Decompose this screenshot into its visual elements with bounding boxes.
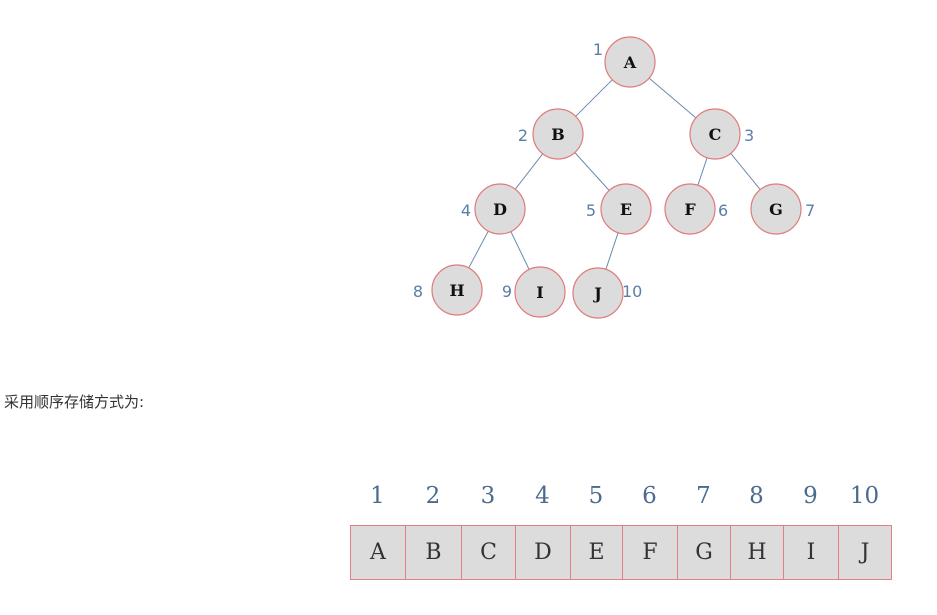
tree-node-circle xyxy=(600,183,652,235)
array-index-7: 7 xyxy=(696,483,711,509)
tree-node-c: C xyxy=(689,108,741,160)
tree-edge-b-d xyxy=(514,153,544,190)
storage-caption: 采用顺序存储方式为: xyxy=(4,393,145,411)
array-index-6: 6 xyxy=(642,483,657,509)
tree-node-circle xyxy=(750,183,802,235)
tree-node-circle xyxy=(474,183,526,235)
tree-node-circle xyxy=(572,267,624,319)
tree-node-index-5: 5 xyxy=(586,201,596,220)
tree-node-label: G xyxy=(769,200,783,219)
tree-node-index-3: 3 xyxy=(744,126,754,145)
tree-node-circle xyxy=(664,183,716,235)
array-cell-a: A xyxy=(350,525,406,580)
array-cell-i: I xyxy=(783,525,839,580)
tree-node-index-4: 4 xyxy=(461,201,471,220)
array-index-9: 9 xyxy=(803,483,818,509)
tree-edges xyxy=(468,77,761,270)
tree-edge-a-b xyxy=(575,79,613,117)
tree-node-index-2: 2 xyxy=(518,126,528,145)
tree-node-j: J xyxy=(572,267,624,319)
tree-node-label: H xyxy=(449,281,464,300)
binary-tree-diagram: A B C D E F G H I J 1 2 3 4 5 6 7 8 9 10 xyxy=(413,36,815,319)
tree-node-i: I xyxy=(514,266,566,318)
array-cell-f: F xyxy=(622,525,678,580)
tree-node-label: J xyxy=(592,284,602,303)
tree-node-label: B xyxy=(551,125,565,144)
tree-edge-d-h xyxy=(468,230,489,269)
array-index-1: 1 xyxy=(370,483,385,509)
tree-node-a: A xyxy=(604,36,656,88)
tree-node-b: B xyxy=(532,108,584,160)
tree-node-index-8: 8 xyxy=(413,282,423,301)
array-index-8: 8 xyxy=(749,483,764,509)
array-index-2: 2 xyxy=(425,483,441,509)
tree-node-circle xyxy=(532,108,584,160)
tree-node-circle xyxy=(604,36,656,88)
array-cell-j: J xyxy=(838,525,892,580)
tree-edge-c-f xyxy=(697,157,708,186)
array-index-5: 5 xyxy=(588,483,604,509)
array-index-4: 4 xyxy=(535,483,550,509)
array-cell-b: B xyxy=(405,525,462,580)
tree-edge-b-e xyxy=(574,152,610,191)
tree-edge-c-g xyxy=(730,153,761,190)
tree-node-circle xyxy=(514,266,566,318)
tree-node-index-1: 1 xyxy=(593,40,603,59)
tree-node-e: E xyxy=(600,183,652,235)
array-index-10: 10 xyxy=(849,483,880,509)
tree-node-label: E xyxy=(620,200,632,219)
tree-node-label: C xyxy=(709,125,722,144)
tree-node-index-7: 7 xyxy=(805,201,815,220)
array-cell-g: G xyxy=(677,525,731,580)
tree-node-label: A xyxy=(623,53,637,72)
tree-node-d: D xyxy=(474,183,526,235)
tree-node-circle xyxy=(689,108,741,160)
tree-nodes: A B C D E F G H I J xyxy=(431,36,802,319)
tree-edge-d-i xyxy=(510,231,530,270)
tree-node-label: I xyxy=(536,283,543,302)
tree-index-labels: 1 2 3 4 5 6 7 8 9 10 xyxy=(413,40,815,301)
tree-node-index-9: 9 xyxy=(502,282,512,301)
tree-edge-a-c xyxy=(648,77,697,119)
array-cell-h: H xyxy=(730,525,784,580)
tree-node-index-10: 10 xyxy=(622,282,642,301)
array-cell-c: C xyxy=(461,525,516,580)
tree-node-label: F xyxy=(684,200,696,219)
tree-node-f: F xyxy=(664,183,716,235)
array-cell-e: E xyxy=(570,525,623,580)
array-index-3: 3 xyxy=(480,483,496,509)
tree-node-label: D xyxy=(493,200,507,219)
tree-node-g: G xyxy=(750,183,802,235)
tree-node-circle xyxy=(431,264,483,316)
tree-node-index-6: 6 xyxy=(718,201,728,220)
tree-edge-e-j xyxy=(605,232,619,270)
array-cell-d: D xyxy=(515,525,571,580)
tree-node-h: H xyxy=(431,264,483,316)
